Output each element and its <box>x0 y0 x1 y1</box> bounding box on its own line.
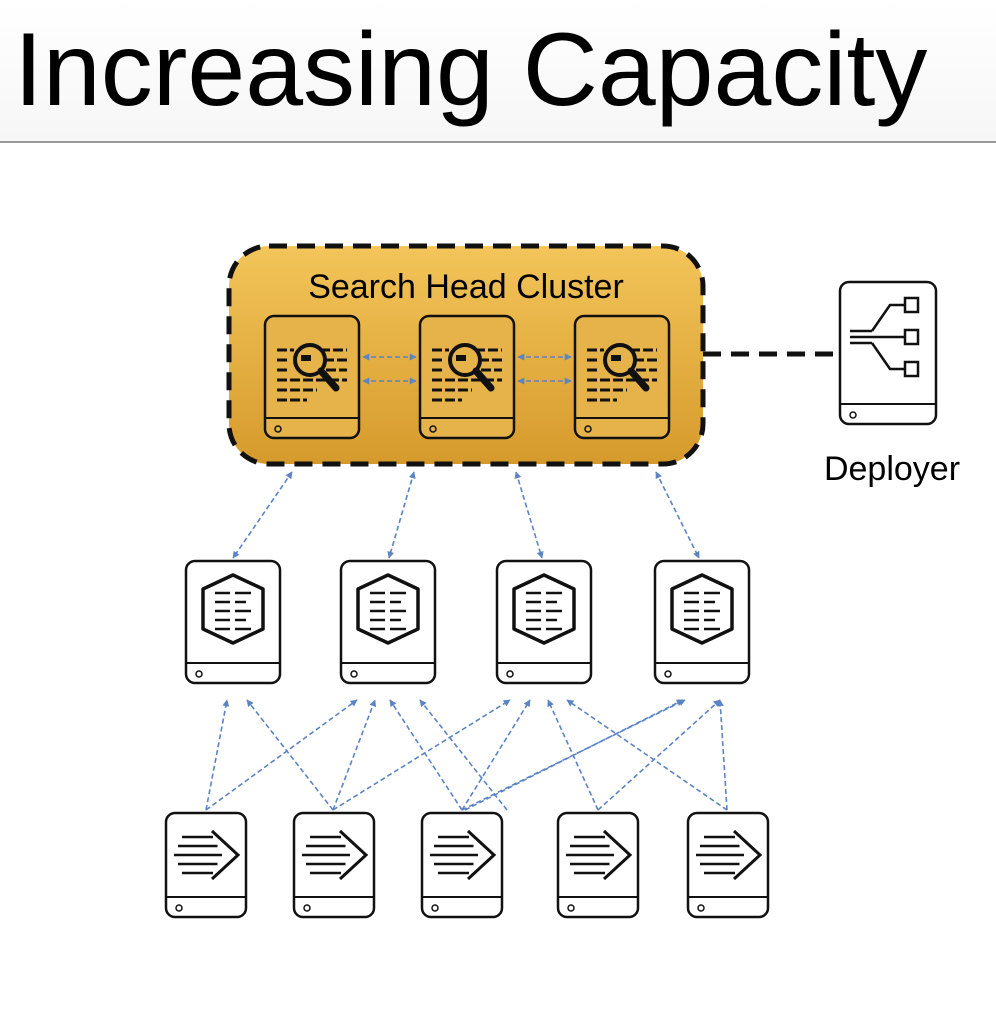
forward-arrow <box>464 699 684 811</box>
forwarder-icon <box>566 829 633 881</box>
indexer-icon <box>670 573 734 645</box>
forward-arrow <box>246 699 334 811</box>
search-document-icon <box>277 343 347 402</box>
forward-arrow <box>419 699 508 811</box>
cluster-label: Search Head Cluster <box>308 268 624 306</box>
forwarder-server <box>556 811 640 919</box>
title-divider <box>0 141 996 143</box>
search-arrow <box>655 471 700 559</box>
forwarder-server <box>420 811 504 919</box>
forward-arrow <box>389 699 463 811</box>
deployer-server <box>838 280 938 426</box>
search-arrow <box>514 471 544 559</box>
forward-arrow <box>566 699 728 811</box>
forward-arrow <box>597 699 721 811</box>
search-head-server <box>263 314 361 440</box>
indexer-icon <box>201 573 265 645</box>
search-arrow <box>232 471 293 559</box>
title-bar: Increasing Capacity <box>0 0 996 142</box>
forward-arrow <box>332 699 511 811</box>
forwarder-server <box>292 811 376 919</box>
forward-arrow <box>332 699 377 811</box>
forwarder-icon <box>174 829 241 881</box>
indexer-icon <box>356 573 420 645</box>
search-head-server <box>418 314 516 440</box>
forwarder-server <box>686 811 770 919</box>
indexer-icon <box>512 573 576 645</box>
page-title: Increasing Capacity <box>14 12 928 128</box>
forward-arrow <box>205 699 358 811</box>
indexer-server <box>184 559 282 685</box>
indexer-server <box>495 559 593 685</box>
forwarder-server <box>164 811 248 919</box>
deployer-tree-icon <box>850 296 920 378</box>
forwarder-icon <box>696 829 763 881</box>
forward-arrow <box>461 699 531 811</box>
deployer-label: Deployer <box>824 450 960 488</box>
search-document-icon <box>587 343 657 402</box>
search-document-icon <box>432 343 502 402</box>
search-arrow <box>387 471 416 559</box>
forwarder-icon <box>302 829 369 881</box>
indexer-server <box>339 559 437 685</box>
forward-arrow <box>716 699 728 811</box>
forwarder-icon <box>430 829 497 881</box>
indexer-server <box>653 559 751 685</box>
forward-arrow <box>205 699 230 811</box>
search-head-server <box>573 314 671 440</box>
